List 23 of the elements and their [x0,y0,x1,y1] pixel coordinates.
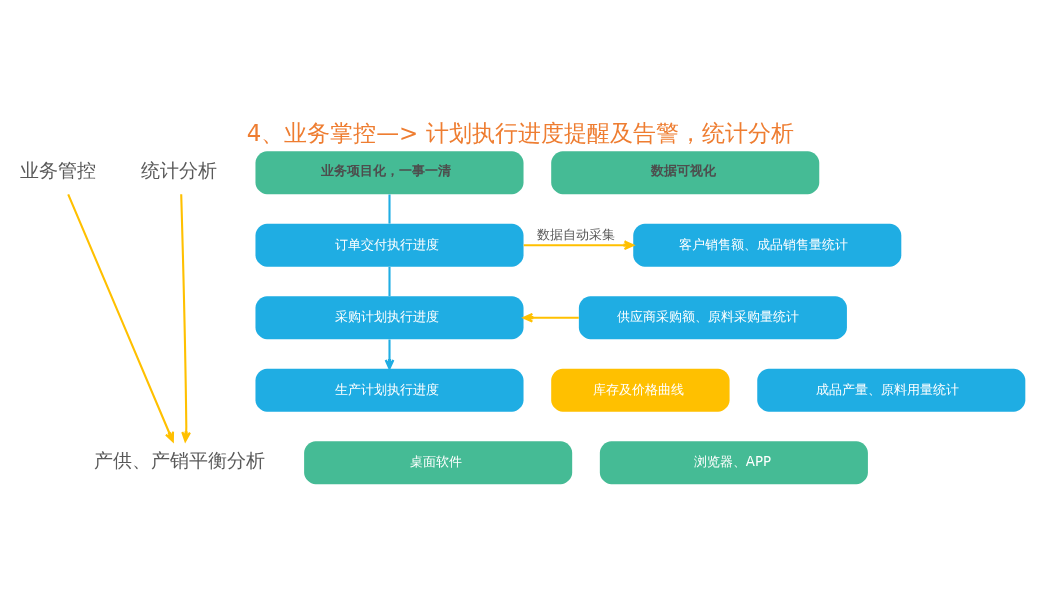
diagram-title: 4、业务掌控—> 计划执行进度提醒及告警，统计分析 [246,119,794,146]
edge-label: 数据自动采集 [537,226,616,242]
node-box: 浏览器、APP [599,440,868,484]
arrow [384,338,395,370]
node-box: 桌面软件 [304,440,573,484]
arrow [67,193,175,442]
arrow [180,193,191,442]
node-box: 订单交付执行进度 [255,223,524,267]
node-box: 生产计划执行进度 [255,368,524,412]
node-box: 采购计划执行进度 [255,295,524,339]
node-box: 业务项目化，一事一清 [255,150,524,194]
node-box: 成品产量、原料用量统计 [757,368,1026,412]
node-box: 客户销售额、成品销售量统计 [633,223,902,267]
arrow [523,239,635,250]
connector [388,193,391,224]
node-box: 供应商采购额、原料采购量统计 [578,295,847,339]
arrow [522,312,579,323]
node-text: 统计分析 [141,158,218,181]
node-text: 业务管控 [20,158,97,181]
node-box: 库存及价格曲线 [551,368,730,412]
connector [388,266,391,296]
node-text: 产供、产销平衡分析 [94,448,266,471]
node-box: 数据可视化 [551,150,820,194]
